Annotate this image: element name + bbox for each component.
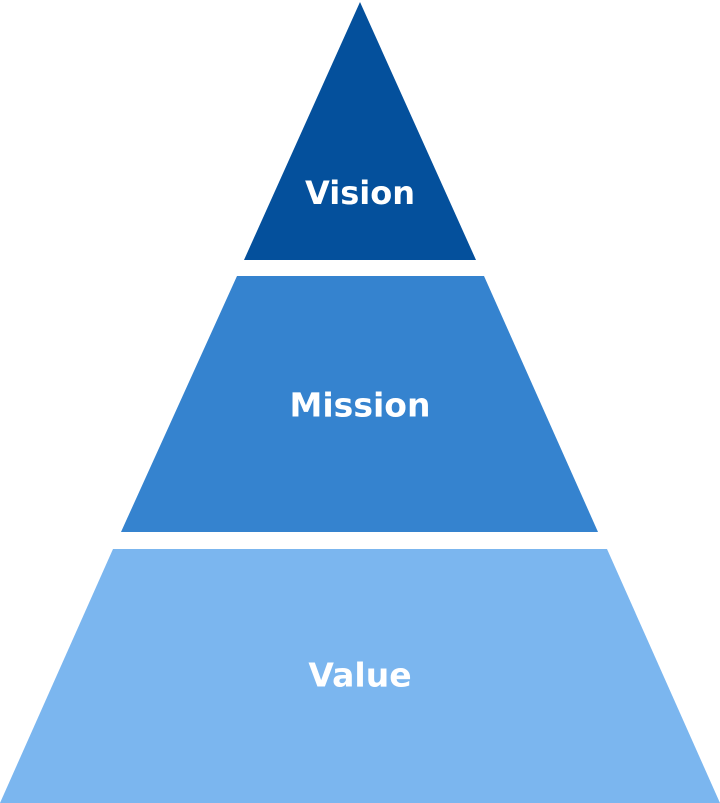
tier-value-shape <box>0 549 720 803</box>
tier-mission: Mission <box>121 276 598 532</box>
tier-value-label: Value <box>308 656 411 695</box>
tier-mission-shape <box>121 276 598 532</box>
tier-vision-shape <box>244 2 476 260</box>
tier-vision-label: Vision <box>305 174 415 212</box>
tier-value: Value <box>0 549 720 803</box>
tier-vision: Vision <box>244 2 476 260</box>
tier-mission-label: Mission <box>290 386 431 425</box>
